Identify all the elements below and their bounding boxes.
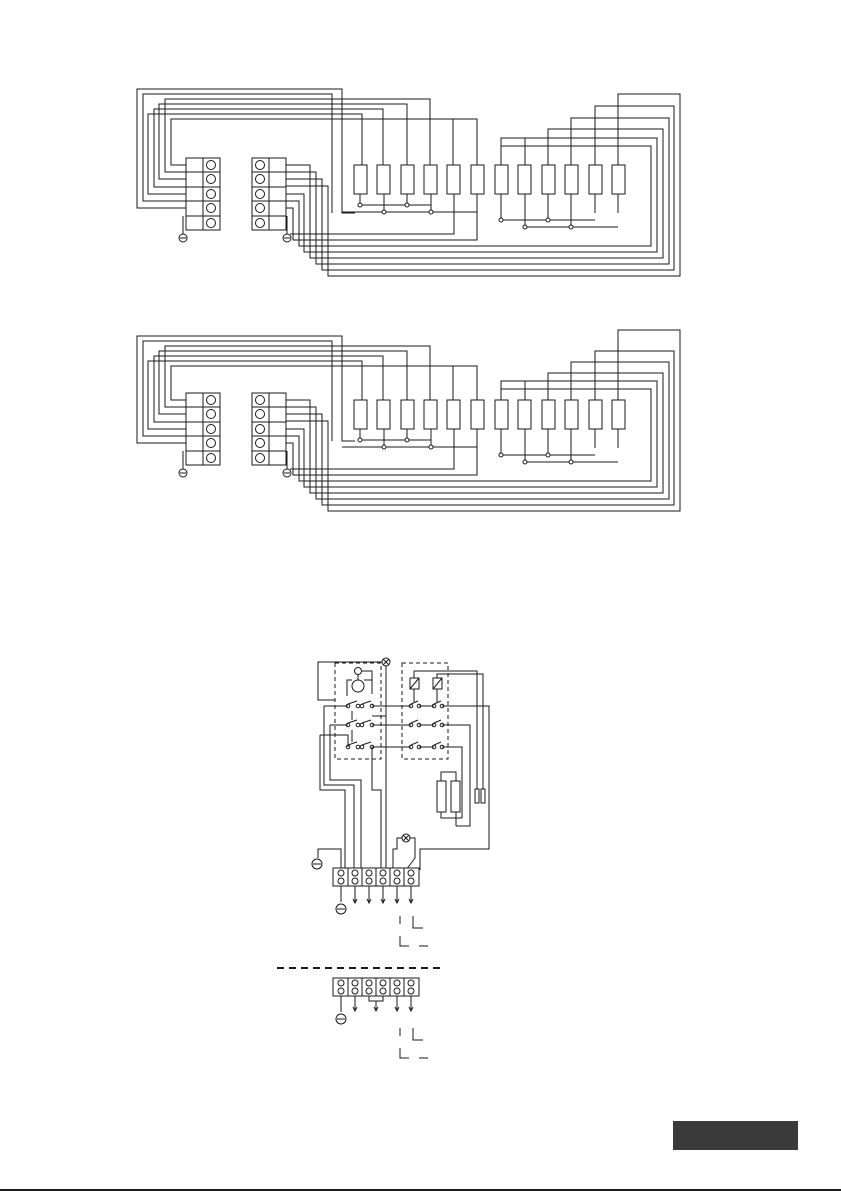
heating-element-pair (437, 772, 462, 826)
thermostat-knob-icon (347, 668, 372, 697)
thermal-fuse-pair (475, 789, 485, 803)
main-terminal-strip (312, 849, 419, 914)
wiring-diagram-a (137, 89, 680, 276)
control-wiring (320, 706, 489, 870)
alternate-terminal-strip (333, 978, 419, 1024)
thermostat-housing (402, 663, 448, 759)
left-terminal-block (186, 393, 220, 465)
supply-lamp-icon (393, 834, 415, 870)
element-bottom-links (342, 429, 618, 464)
supply-lead-markers (400, 1028, 428, 1058)
heater-elements (354, 366, 625, 429)
alternate-connection (277, 968, 441, 1058)
wiring-diagram-b (137, 330, 680, 511)
supply-lead-markers (400, 916, 428, 946)
control-circuit-schematic (312, 658, 489, 946)
element-bottom-links (342, 194, 618, 229)
right-terminal-block (252, 393, 286, 465)
right-terminal-block (252, 158, 286, 230)
page-tab (673, 1121, 798, 1150)
heater-elements (354, 119, 625, 194)
left-terminal-block (186, 158, 220, 230)
